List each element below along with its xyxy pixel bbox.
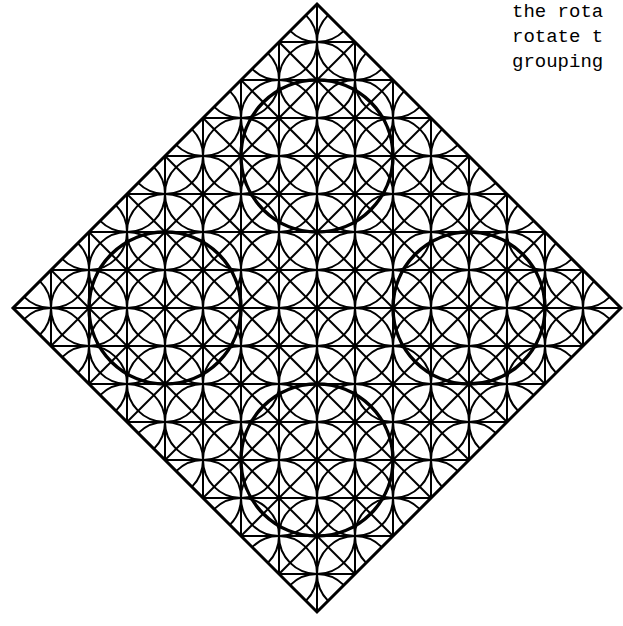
- diamond-outline: [13, 4, 621, 612]
- arc-circle: [165, 384, 241, 460]
- arc-circle: [127, 270, 203, 346]
- grid-line: [0, 0, 623, 348]
- arc-circle: [355, 194, 431, 270]
- arc-circle: [241, 308, 317, 384]
- grid-line: [0, 0, 623, 424]
- large-arc: [393, 232, 545, 384]
- grid-line: [0, 192, 623, 626]
- arc-circle: [317, 308, 393, 384]
- grid-line: [0, 0, 623, 424]
- arc-circle: [583, 270, 623, 346]
- note-text: the rotarotate tgrouping: [512, 0, 603, 75]
- arc-circle: [165, 156, 241, 232]
- arc-circle: [203, 194, 279, 270]
- arc-circle: [279, 270, 355, 346]
- grid-line: [0, 116, 623, 626]
- arc-circle: [355, 346, 431, 422]
- note-line: grouping: [512, 50, 603, 75]
- arc-circle: [241, 232, 317, 308]
- arc-circle: [279, 118, 355, 194]
- grid-line: [0, 40, 623, 626]
- large-arc: [241, 80, 393, 232]
- large-arc: [241, 384, 393, 536]
- arc-circle: [431, 270, 507, 346]
- grid-line: [0, 0, 623, 576]
- arc-circle: [203, 346, 279, 422]
- arc-circle: [393, 156, 469, 232]
- note-line: rotate t: [512, 25, 603, 50]
- grid-line: [0, 116, 623, 626]
- grid-line: [0, 0, 623, 500]
- arc-circle: [279, 422, 355, 498]
- grid-line: [0, 0, 623, 576]
- large-arc: [89, 232, 241, 384]
- grid-line: [0, 192, 623, 626]
- arc-circle: [317, 232, 393, 308]
- grid-line: [0, 0, 623, 500]
- grid-line: [0, 0, 623, 348]
- note-line: the rota: [512, 0, 603, 25]
- grid-line: [0, 268, 623, 626]
- grid-line: [0, 40, 623, 626]
- arc-circle: [393, 384, 469, 460]
- grid-line: [0, 268, 623, 626]
